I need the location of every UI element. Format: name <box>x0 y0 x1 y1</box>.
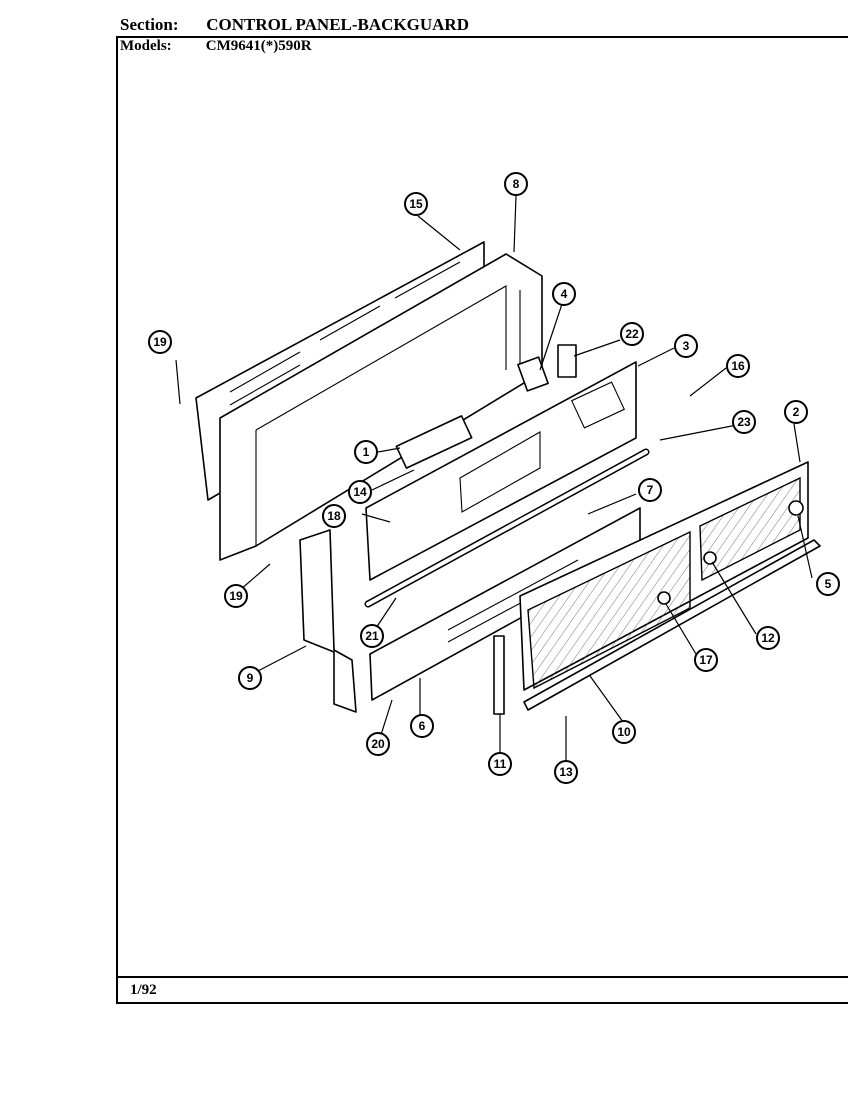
svg-text:7: 7 <box>647 483 654 497</box>
bottom-trim-strip <box>523 539 821 711</box>
callout-7: 7 <box>638 478 662 502</box>
callout-23: 23 <box>732 410 756 434</box>
svg-text:20: 20 <box>371 737 385 751</box>
callout-17: 17 <box>694 648 718 672</box>
svg-text:1: 1 <box>363 445 370 459</box>
callout-19-top: 19 <box>148 330 172 354</box>
callout-8: 8 <box>504 172 528 196</box>
callout-1: 1 <box>354 440 378 464</box>
callout-21: 21 <box>360 624 384 648</box>
glass-window <box>699 476 801 582</box>
callout-5: 5 <box>816 572 840 596</box>
footer-date: 1/92 <box>130 982 157 998</box>
svg-text:6: 6 <box>419 719 426 733</box>
svg-text:23: 23 <box>737 415 751 429</box>
side-bracket <box>299 529 357 713</box>
svg-text:8: 8 <box>513 177 520 191</box>
callout-15: 15 <box>404 192 428 216</box>
models-value: CM9641(*)590R <box>205 38 312 54</box>
callout-2: 2 <box>784 400 808 424</box>
section-value: CONTROL PANEL-BACKGUARD <box>206 15 469 34</box>
svg-text:18: 18 <box>327 509 341 523</box>
callout-4: 4 <box>552 282 576 306</box>
glass-panel <box>527 530 691 690</box>
svg-text:10: 10 <box>617 725 631 739</box>
svg-text:15: 15 <box>409 197 423 211</box>
callout-13: 13 <box>554 760 578 784</box>
callout-12: 12 <box>756 626 780 650</box>
svg-text:2: 2 <box>793 405 800 419</box>
svg-text:21: 21 <box>365 629 379 643</box>
callout-18: 18 <box>322 504 346 528</box>
models-heading: Models: CM9641(*)590R <box>120 38 312 55</box>
models-label: Models: <box>120 38 172 54</box>
callout-14: 14 <box>348 480 372 504</box>
svg-text:9: 9 <box>247 671 254 685</box>
spacer-strip <box>493 635 505 715</box>
svg-text:13: 13 <box>559 765 573 779</box>
control-panel-plate <box>365 361 637 581</box>
svg-text:22: 22 <box>625 327 639 341</box>
callout-6: 6 <box>410 714 434 738</box>
svg-text:11: 11 <box>494 757 507 771</box>
svg-text:4: 4 <box>561 287 568 301</box>
footer-divider <box>116 976 848 978</box>
knob-17 <box>657 591 671 605</box>
section-heading: Section: CONTROL PANEL-BACKGUARD <box>120 15 469 35</box>
switch-component <box>517 356 549 392</box>
svg-text:19: 19 <box>153 335 167 349</box>
knob-5 <box>788 500 804 516</box>
terminal-bracket <box>557 344 577 378</box>
svg-text:19: 19 <box>229 589 243 603</box>
terminal-block <box>395 415 473 469</box>
diagram-frame <box>116 36 848 1004</box>
svg-text:3: 3 <box>683 339 690 353</box>
svg-text:5: 5 <box>825 577 832 591</box>
knob-12 <box>703 551 717 565</box>
callout-16: 16 <box>726 354 750 378</box>
svg-text:16: 16 <box>731 359 745 373</box>
callout-19-bottom: 19 <box>224 584 248 608</box>
callout-11: 11 <box>488 752 512 776</box>
callout-20: 20 <box>366 732 390 756</box>
section-label: Section: <box>120 15 179 34</box>
callout-3: 3 <box>674 334 698 358</box>
callout-22: 22 <box>620 322 644 346</box>
svg-text:14: 14 <box>353 485 367 499</box>
callout-10: 10 <box>612 720 636 744</box>
svg-text:17: 17 <box>699 653 713 667</box>
svg-text:12: 12 <box>761 631 775 645</box>
callout-9: 9 <box>238 666 262 690</box>
